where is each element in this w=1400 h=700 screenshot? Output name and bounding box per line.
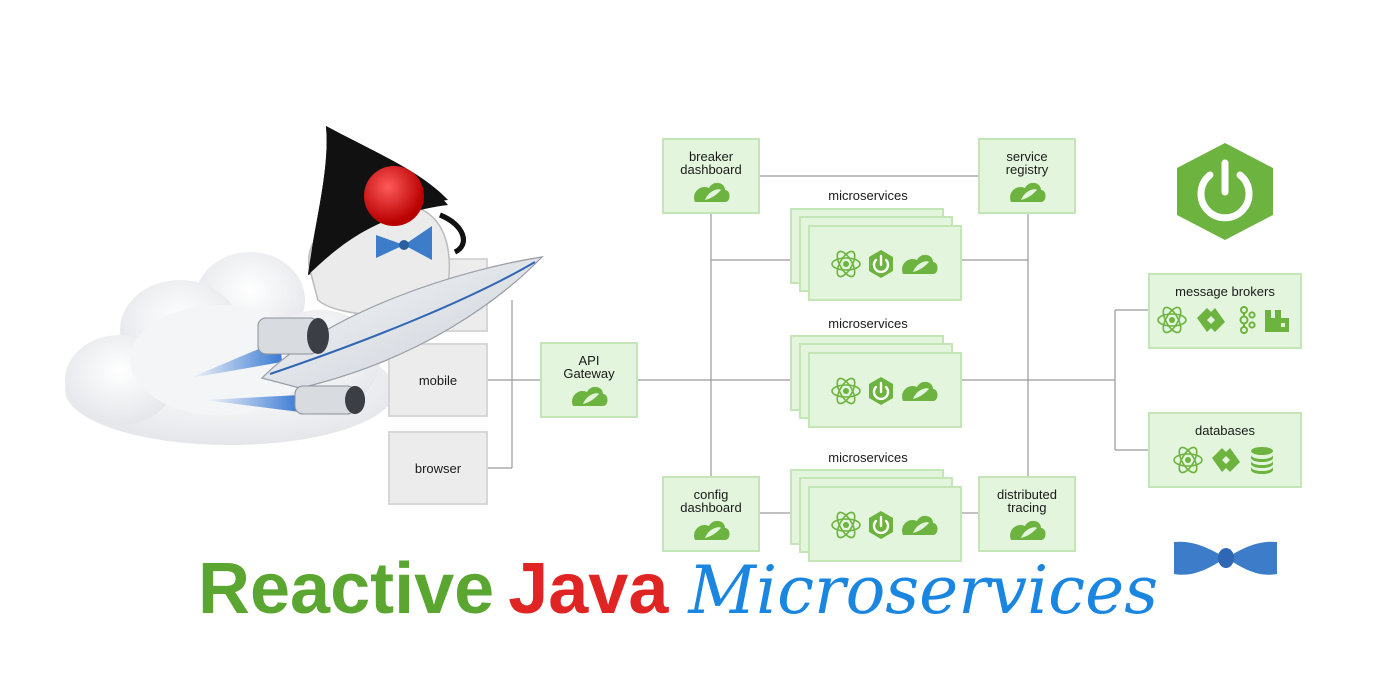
headline-word-java: Java [508,549,669,629]
bowtie-icon [1174,541,1277,575]
message-brokers-label: message brokers [1175,284,1275,299]
breaker-dashboard-label-line2: dashboard [680,162,742,177]
spring-cloud-icon [694,520,730,540]
geode-icon [1212,448,1240,472]
project-reactor-icon [1173,444,1203,476]
config-dashboard-label-line2: dashboard [680,500,742,515]
api-gateway-label: API Gateway [563,354,614,380]
distributed-tracing-label-line2: tracing [1007,500,1047,515]
config-dashboard-label-line1: config [693,487,729,502]
client-box-browser: browser [388,431,488,505]
connector-lines [487,175,1148,514]
geode-icon [1197,308,1225,332]
spring-cloud-icon [902,254,938,274]
microservices-title-2: microservices [828,316,908,331]
distributed-tracing-label-line1: distributed [997,487,1057,502]
client-mobile-label: mobile [418,372,458,388]
microservices-title-3: microservices [828,450,908,465]
spring-cloud-icon [572,386,608,406]
service-registry-box: service registry [978,138,1076,214]
rabbitmq-icon [1265,310,1289,332]
project-reactor-icon [1157,304,1187,336]
duke-mascot-overlay-icon [257,126,544,415]
spring-boot-icon [867,375,895,407]
spring-boot-icon [867,248,895,280]
database-icon [1251,447,1273,474]
spring-boot-icon [867,509,895,541]
project-reactor-icon [831,509,861,541]
spring-cloud-icon [902,515,938,535]
client-box-mobile: mobile [388,343,488,417]
spring-cloud-icon [1010,520,1046,540]
spring-cloud-icon [1010,182,1046,202]
project-reactor-icon [831,375,861,407]
kafka-icon [1239,306,1256,334]
spring-cloud-icon [694,182,730,202]
databases-box: databases [1148,412,1302,488]
client-browser-label: browser [414,460,462,476]
project-reactor-icon [831,248,861,280]
breaker-dashboard-label-line1: breaker [688,149,734,164]
api-gateway-label-line2: Gateway [563,366,615,381]
headline-word-reactive: Reactive [198,549,495,629]
service-registry-label-line1: service [1006,149,1048,164]
databases-label: databases [1195,423,1255,438]
spring-cloud-icon [902,381,938,401]
headline-word-microservices: Microservices [688,552,1159,629]
service-registry-label-line2: registry [1005,162,1049,177]
microservices-title-1: microservices [828,188,908,203]
api-gateway-label-line1: API [578,353,600,368]
spring-boot-logo-icon [1177,143,1273,240]
